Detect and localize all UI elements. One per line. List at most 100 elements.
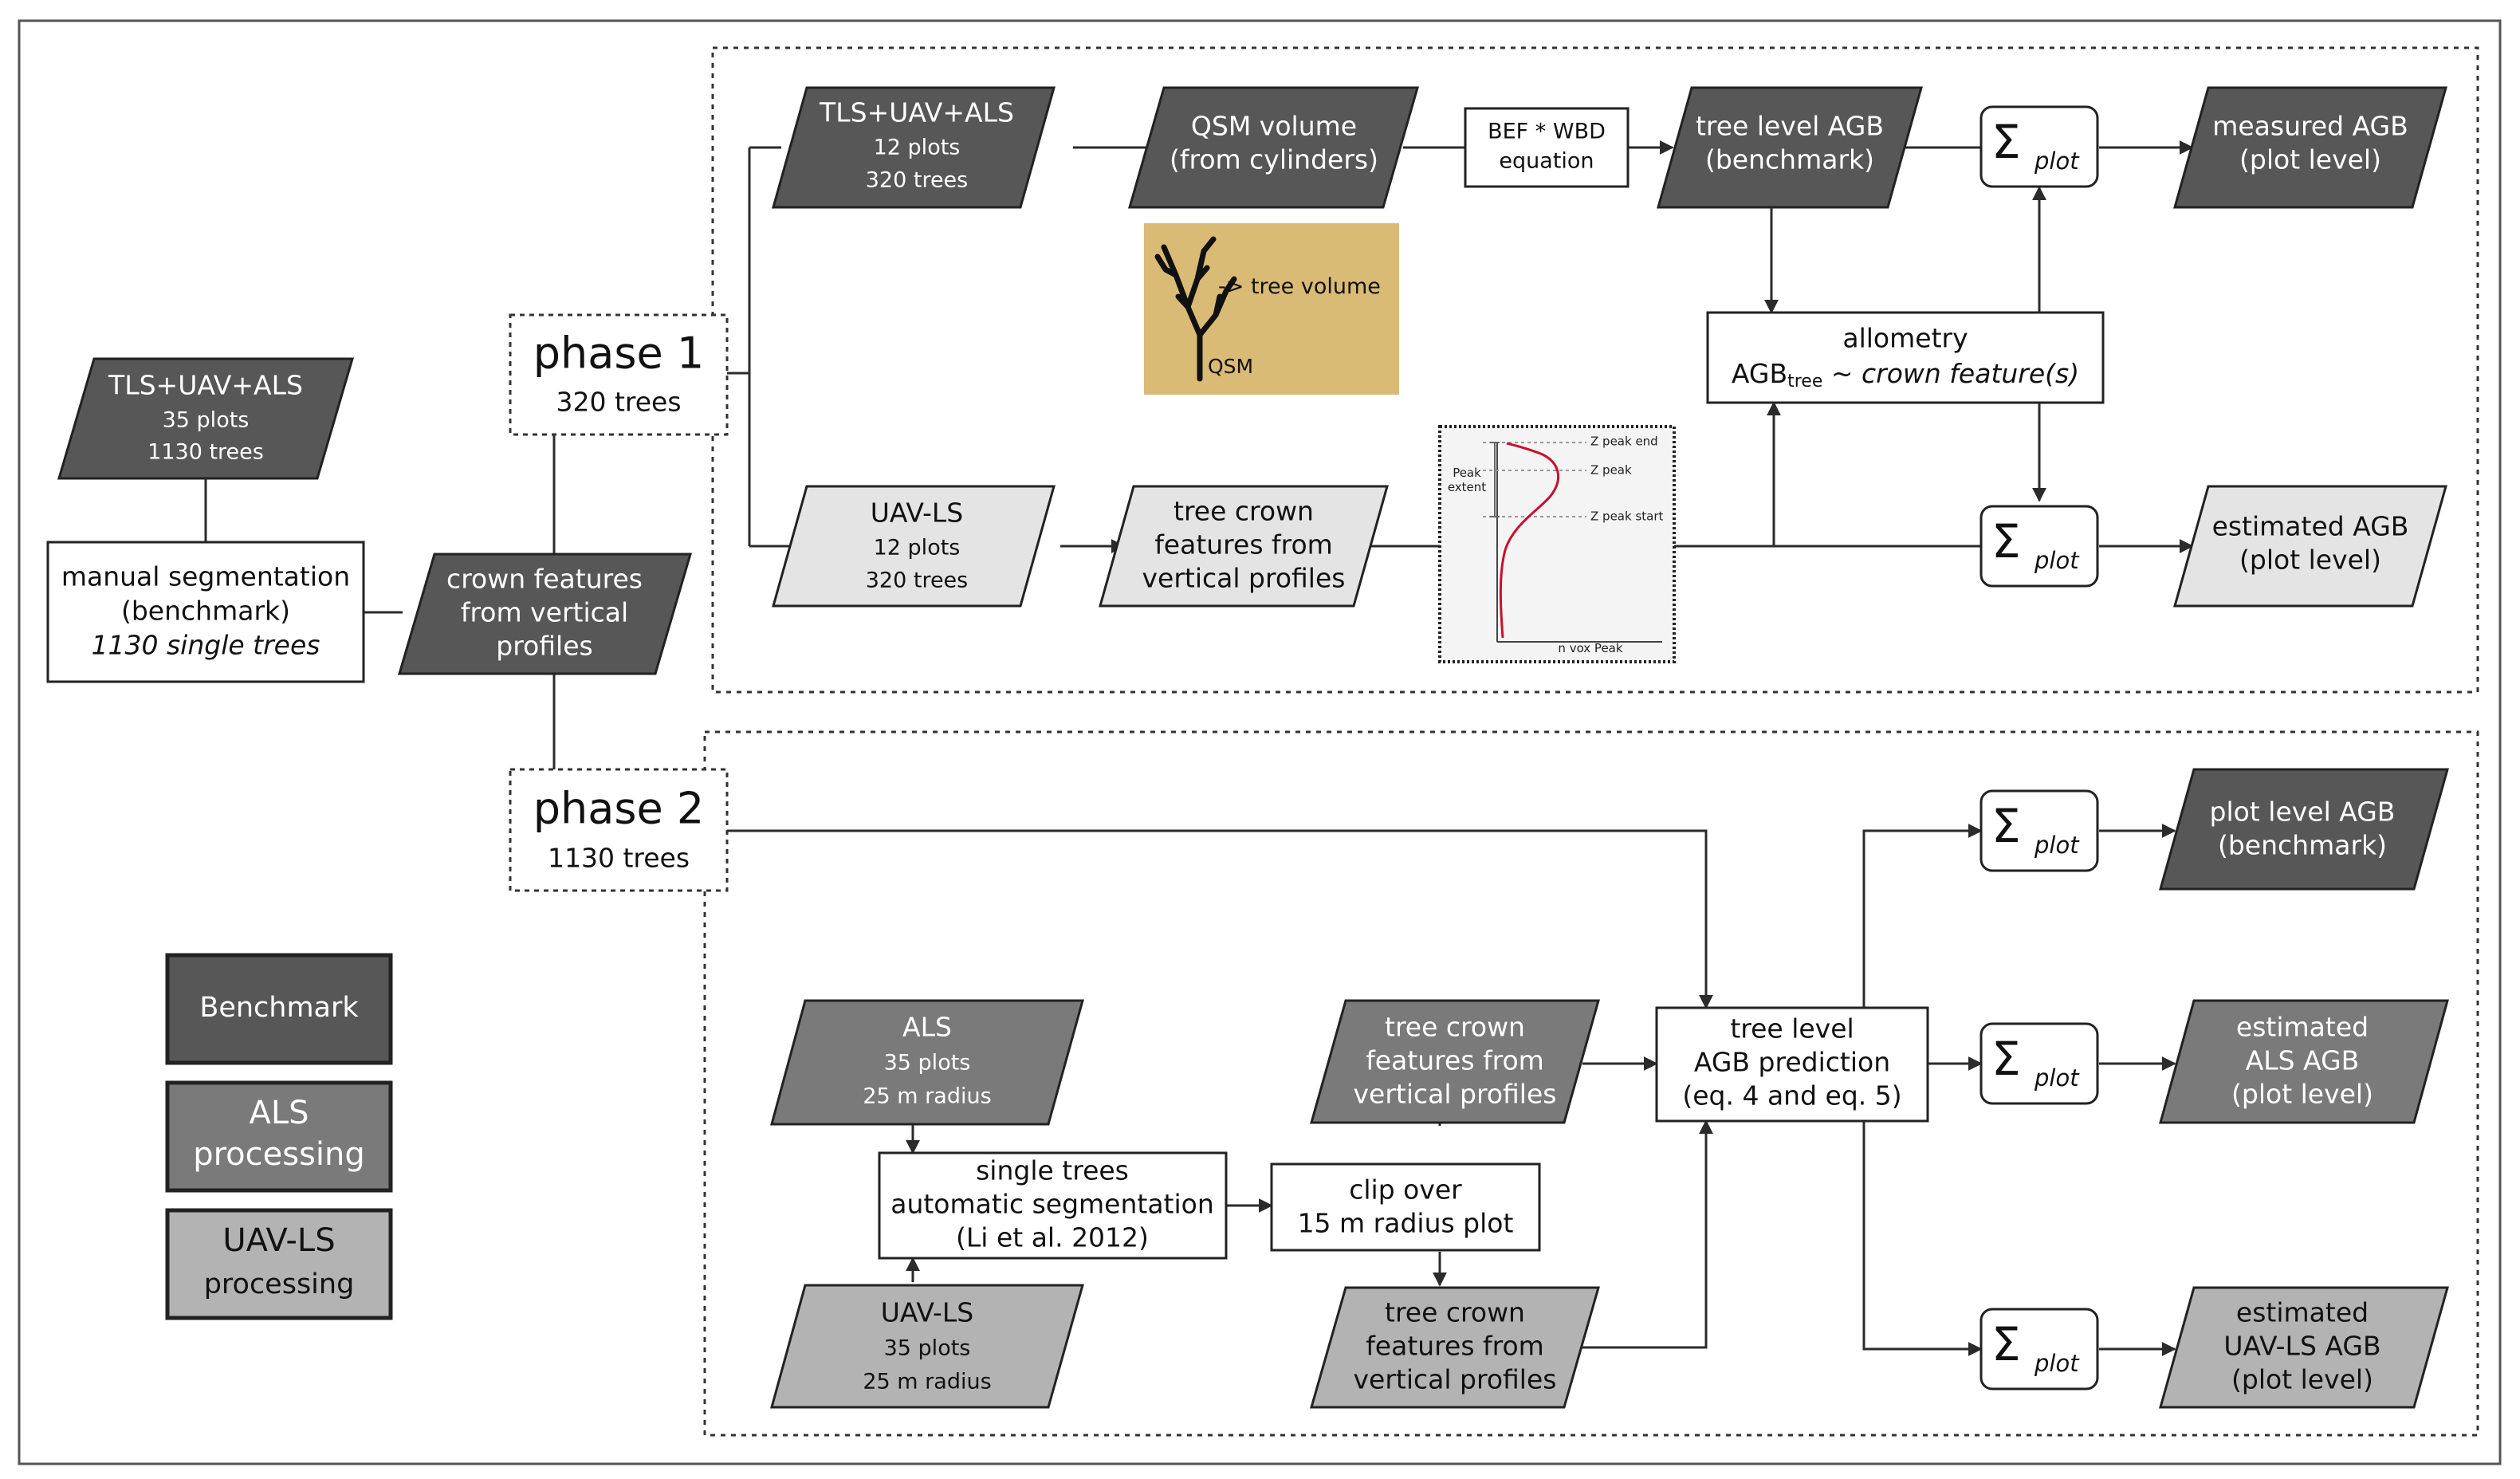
clip-l2: 15 m radius plot — [1298, 1208, 1514, 1239]
legend-als-l2: processing — [193, 1136, 365, 1173]
p2-crown-uav-l1: tree crown — [1385, 1297, 1525, 1328]
allometry-sub: tree — [1787, 372, 1822, 391]
sum-subscript: plot — [2034, 832, 2080, 859]
legend-benchmark: Benchmark — [165, 953, 393, 1065]
p1-crown-l1: tree crown — [1174, 496, 1314, 527]
left-input-plots: 35 plots — [163, 408, 250, 433]
profile-extent-2: extent — [1448, 480, 1486, 494]
p2-crown-als-l1: tree crown — [1385, 1012, 1525, 1043]
p1-uav-title: UAV-LS — [871, 498, 964, 529]
p2-uav-node: UAV-LS 35 plots 25 m radius — [770, 1284, 1084, 1409]
sigma-icon: Σ — [1991, 514, 2021, 568]
p2-als-plots: 35 plots — [884, 1051, 971, 1076]
agb-prediction-node: tree level AGB prediction (eq. 4 and eq.… — [1655, 1006, 1929, 1123]
p1-tls-trees: 320 trees — [866, 168, 969, 193]
vertical-profile-chart: Z peak end Z peak Z peak start Peak exte… — [1438, 425, 1676, 663]
profile-peak: Z peak — [1590, 463, 1632, 478]
allometry-feature: crown feature(s) — [1861, 358, 2079, 389]
single-trees-l3: (Li et al. 2012) — [956, 1222, 1149, 1253]
p1-tls-plots: 12 plots — [874, 136, 961, 160]
p1-tls-node: TLS+UAV+ALS 12 plots 320 trees — [772, 86, 1056, 209]
single-trees-node: single trees automatic segmentation (Li … — [878, 1151, 1228, 1260]
est-uav-l3: (plot level) — [2231, 1364, 2373, 1395]
estimated-als-agb-node: estimated ALS AGB (plot level) — [2159, 999, 2449, 1124]
allometry-formula: AGBtree ~ crown feature(s) — [1732, 358, 2079, 392]
phase2-region — [703, 730, 2479, 1437]
p1-tls-title: TLS+UAV+ALS — [819, 97, 1014, 128]
qsm-volume-l1: QSM volume — [1191, 111, 1357, 142]
p2-uav-plots: 35 plots — [884, 1336, 971, 1361]
p2-crown-uav-l2: features from — [1366, 1331, 1544, 1362]
est-als-l3: (plot level) — [2231, 1079, 2373, 1110]
legend-als: ALS processing — [165, 1080, 393, 1193]
legend-als-l1: ALS — [249, 1095, 309, 1131]
p1-crown-l3: vertical profiles — [1142, 563, 1346, 594]
manual-seg-l2: (benchmark) — [121, 596, 290, 627]
p2-crown-uav-l3: vertical profiles — [1354, 1364, 1557, 1395]
left-input-title: TLS+UAV+ALS — [108, 370, 303, 401]
p2-uav-title: UAV-LS — [881, 1297, 974, 1328]
sum-p1-top: Σ plot — [1979, 105, 2099, 188]
p1-crown-l2: features from — [1154, 529, 1333, 561]
profile-peak-end: Z peak end — [1590, 435, 1658, 449]
est-als-l1: estimated — [2236, 1012, 2369, 1043]
p2-crown-als-l3: vertical profiles — [1354, 1079, 1557, 1110]
profile-xlabel: n vox Peak — [1558, 641, 1622, 655]
estimated-uav-agb-node: estimated UAV-LS AGB (plot level) — [2159, 1286, 2449, 1409]
sigma-icon: Σ — [1991, 1032, 2021, 1086]
profile-extent-1: Peak — [1453, 466, 1481, 480]
p1-crown-node: tree crown features from vertical profil… — [1099, 485, 1389, 608]
p1-uav-trees: 320 trees — [866, 568, 969, 593]
plot-bench-l1: plot level AGB — [2210, 797, 2396, 828]
estimated-agb-l1: estimated AGB — [2212, 511, 2409, 542]
sigma-icon: Σ — [1991, 115, 2021, 169]
allometry-title: allometry — [1842, 323, 1968, 354]
profile-curve — [1499, 442, 1559, 639]
qsm-tree-image: -> tree volume QSM — [1144, 223, 1399, 395]
phase1-title: phase 1 — [533, 328, 704, 379]
sum-subscript: plot — [2034, 1064, 2080, 1092]
est-als-l2: ALS AGB — [2246, 1045, 2360, 1076]
p1-uav-plots: 12 plots — [874, 536, 961, 561]
est-uav-l1: estimated — [2236, 1297, 2369, 1328]
tree-agb-l1: tree level AGB — [1696, 111, 1884, 142]
legend-uav-l1: UAV-LS — [222, 1222, 335, 1259]
allometry-agb: AGB — [1732, 358, 1787, 389]
sum-p2-top: Σ plot — [1979, 789, 2099, 872]
phase1-region — [711, 46, 2479, 694]
manual-seg-l1: manual segmentation — [61, 561, 350, 592]
outer-frame — [18, 19, 2502, 1465]
bef-equation-node: BEF * WBD equation — [1464, 107, 1630, 188]
p1-uav-node: UAV-LS 12 plots 320 trees — [772, 485, 1056, 608]
plot-bench-l2: (benchmark) — [2218, 830, 2387, 861]
qsm-volume-l2: (from cylinders) — [1170, 144, 1378, 175]
clip-l1: clip over — [1349, 1174, 1462, 1206]
p2-als-title: ALS — [902, 1012, 952, 1043]
qsm-volume-node: QSM volume (from cylinders) — [1128, 86, 1419, 209]
sum-subscript: plot — [2034, 1350, 2080, 1377]
manual-seg-l3: 1130 single trees — [92, 630, 320, 661]
legend-uav: UAV-LS processing — [165, 1208, 393, 1320]
single-trees-l2: automatic segmentation — [890, 1189, 1214, 1220]
legend-uav-l2: processing — [204, 1269, 355, 1300]
p2-als-node: ALS 35 plots 25 m radius — [770, 999, 1084, 1126]
pred-l3: (eq. 4 and eq. 5) — [1682, 1080, 1901, 1111]
left-crown-l1: crown features — [446, 564, 643, 595]
left-input-trees: 1130 trees — [147, 440, 264, 465]
phase1-label: phase 1 320 trees — [509, 313, 729, 436]
tree-agb-benchmark-node: tree level AGB (benchmark) — [1657, 86, 1923, 209]
measured-agb-l1: measured AGB — [2212, 111, 2408, 142]
bef-l1: BEF * WBD — [1488, 120, 1606, 144]
estimated-agb-node: estimated AGB (plot level) — [2173, 485, 2447, 608]
phase1-count: 320 trees — [556, 387, 681, 418]
allometry-tilde: ~ — [1822, 358, 1861, 389]
p2-uav-radius: 25 m radius — [863, 1370, 991, 1394]
manual-segmentation-node: manual segmentation (benchmark) 1130 sin… — [46, 541, 365, 683]
profile-peak-start: Z peak start — [1590, 509, 1663, 524]
legend-benchmark-label: Benchmark — [199, 992, 359, 1024]
sum-subscript: plot — [2034, 547, 2080, 574]
pred-l2: AGB prediction — [1694, 1047, 1890, 1078]
p2-crown-uav-node: tree crown features from vertical profil… — [1310, 1286, 1600, 1409]
plot-level-agb-benchmark-node: plot level AGB (benchmark) — [2159, 768, 2449, 891]
